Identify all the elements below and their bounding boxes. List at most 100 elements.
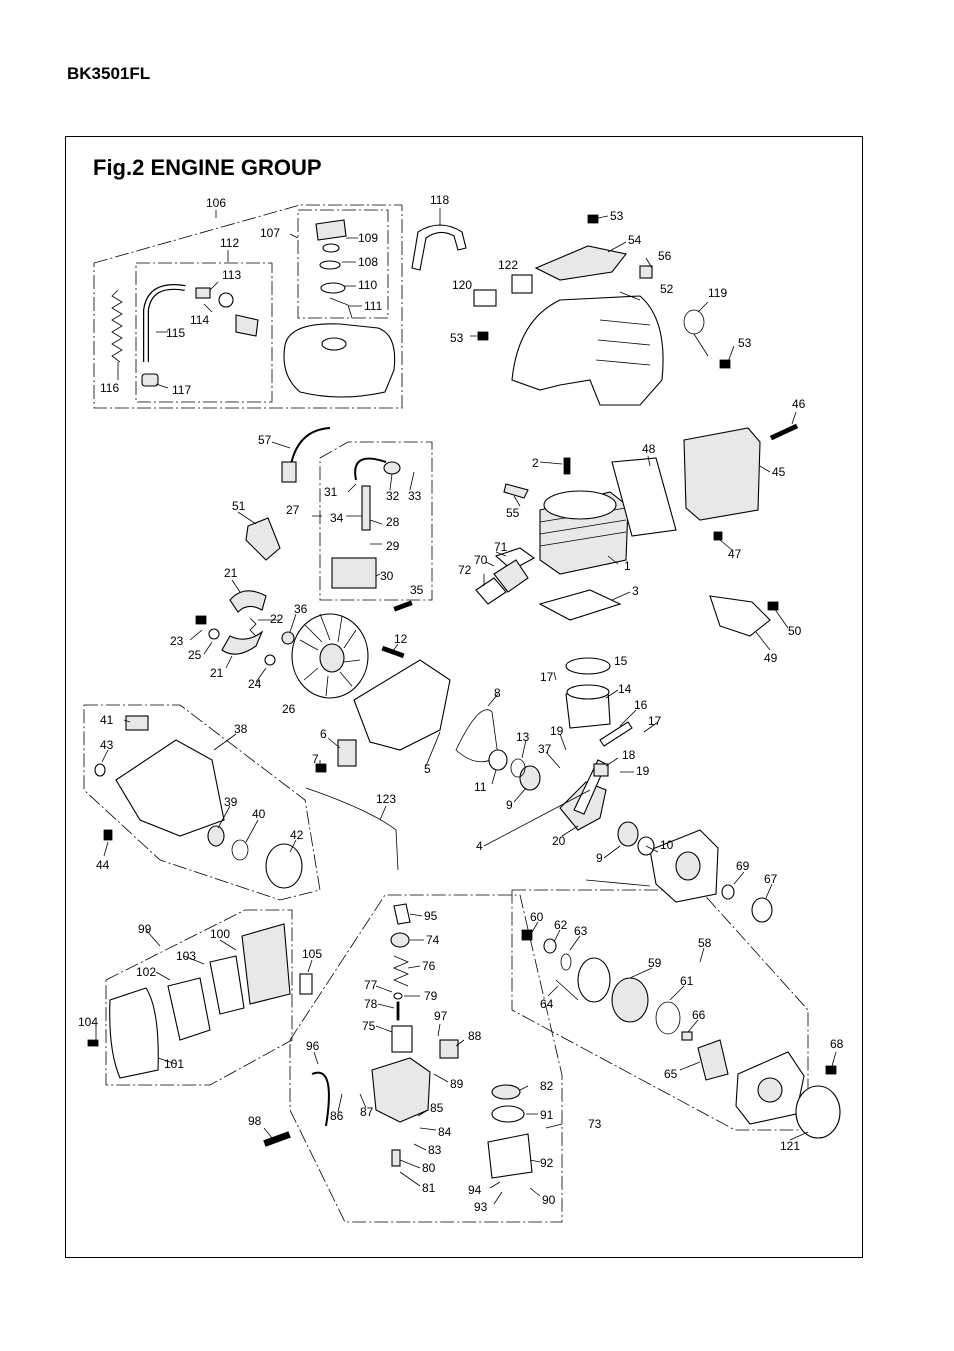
flywheel-fins [299,613,361,697]
screw-60 [521,929,533,941]
label-21b: 21 [210,666,224,680]
fuel-filter [235,314,259,337]
muffler-45 [683,427,761,521]
clutch-cover-51 [245,517,281,561]
label-27: 27 [286,503,300,517]
carb-body [371,1057,431,1123]
decal-121 [795,1085,841,1139]
clip-13 [510,758,526,778]
label-20: 20 [552,834,566,848]
label-79: 79 [424,989,438,1003]
label-22: 22 [270,612,284,626]
label-11: 11 [474,780,487,794]
clamp-67 [751,897,773,923]
bolt-12 [381,645,405,659]
gasket-8 [455,709,499,763]
return-spring [111,289,123,363]
slide-75 [391,1025,413,1053]
label-119: 119 [708,286,727,300]
spark-plug [503,483,529,499]
fuel-pipe-inner [144,285,186,362]
label-61: 61 [680,974,694,988]
label-40: 40 [252,807,266,821]
label-101: 101 [164,1057,184,1071]
label-118: 118 [430,193,449,207]
gasket-3 [538,589,622,621]
label-55: 55 [506,506,520,520]
label-71: 71 [494,540,508,554]
label-122: 122 [498,258,518,272]
label-33: 33 [408,489,422,503]
label-44: 44 [96,858,110,872]
label-89: 89 [450,1077,464,1091]
crankcase-5-bore [675,851,701,881]
bolt-7 [315,763,327,773]
label-62: 62 [554,918,568,932]
label-104: 104 [78,1015,98,1029]
label-64: 64 [540,997,554,1011]
label-9b: 9 [596,851,603,865]
carb-gasket-72 [475,577,507,605]
label-102: 102 [136,965,156,979]
label-5: 5 [424,762,431,776]
label-41: 41 [100,713,114,727]
bolt-2 [563,457,571,475]
label-32: 32 [386,489,400,503]
label-7: 7 [312,752,319,766]
throttle-cap-95 [393,903,411,925]
label-18: 18 [622,748,636,762]
label-24: 24 [248,677,262,691]
reed-6 [337,739,357,767]
label-48: 48 [642,442,656,456]
cap-ring [320,282,346,294]
label-84: 84 [438,1125,452,1139]
bearing-9b [617,821,639,847]
label-105: 105 [302,947,322,961]
washer-69 [721,884,735,900]
cylinder-cover [511,295,664,406]
clutch-shoe-21a [229,590,267,613]
label-53a: 53 [610,209,624,223]
label-110: 110 [358,278,377,292]
label-86: 86 [330,1109,344,1123]
drum-42 [265,843,303,889]
seal-11 [488,749,508,771]
spacer-70 [493,559,529,593]
label-123: 123 [376,792,396,806]
label-21a: 21 [224,566,238,580]
label-25: 25 [188,648,202,662]
needle-bearing-18 [593,763,609,777]
label-34: 34 [330,511,344,525]
label-30: 30 [380,569,394,583]
label-47: 47 [728,547,742,561]
label-103: 103 [176,949,196,963]
label-9a: 9 [506,798,513,812]
label-2: 2 [532,456,539,470]
label-81: 81 [422,1181,436,1195]
label-96: 96 [306,1039,320,1053]
label-54: 54 [628,233,642,247]
label-16: 16 [634,698,648,712]
muffler-guard-49 [709,595,771,637]
grip-65 [697,1039,729,1081]
label-115: 115 [166,326,185,340]
label-107: 107 [260,226,280,240]
label-50: 50 [788,624,802,638]
filter-102 [167,977,211,1041]
label-70: 70 [474,553,488,567]
label-85: 85 [430,1101,444,1115]
label-17b: 17 [648,714,662,728]
ignition-coil [331,557,377,589]
bearing-39 [207,825,225,847]
ignition-sleeve [361,485,371,531]
label-12: 12 [394,632,408,646]
diaphragm-cover-92 [487,1133,533,1179]
label-100: 100 [210,927,230,941]
recoil-cover-group-outline [83,704,321,901]
label-73: 73 [588,1117,602,1131]
label-106: 106 [206,196,226,210]
bolt-44 [103,829,113,841]
label-14: 14 [618,682,632,696]
label-76: 76 [422,959,436,973]
